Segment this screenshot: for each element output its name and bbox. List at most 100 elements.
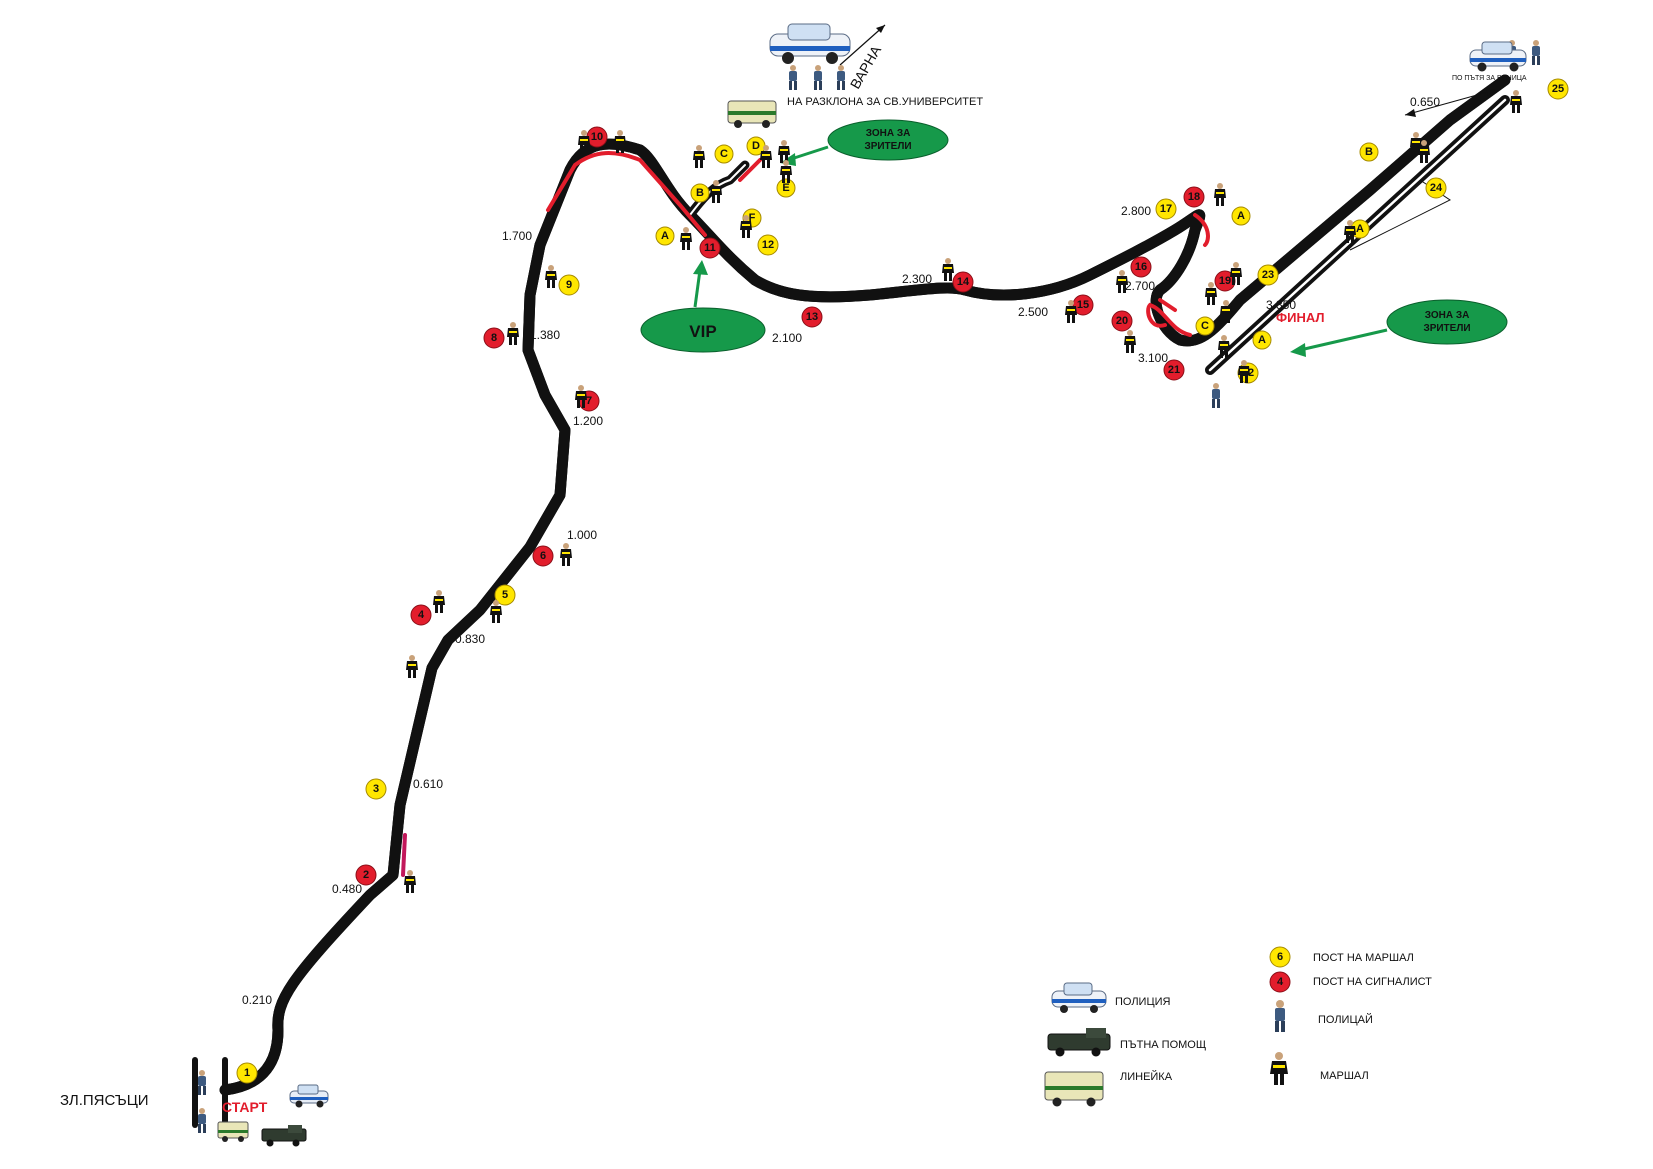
svg-text:5: 5 [502, 589, 508, 601]
svg-text:12: 12 [762, 239, 774, 251]
start-label: СТАРТ [222, 1099, 268, 1115]
varna-arrow [839, 24, 886, 66]
svg-text:C: C [720, 148, 728, 160]
spectator-zone-right[interactable]: ЗОНА ЗА ЗРИТЕЛИ [1290, 299, 1508, 357]
legend-ambulance: ЛИНЕЙКА [1044, 1070, 1173, 1107]
tow-truck-icon [1047, 1028, 1111, 1057]
svg-text:6: 6 [540, 550, 546, 562]
marshal-figure-icon [1418, 140, 1430, 163]
marshal-figure-icon [545, 265, 557, 288]
svg-text:A: A [1258, 334, 1266, 346]
distance-2500: 2.500 [1018, 305, 1048, 319]
marshal-post-17: 17 [1155, 198, 1177, 220]
distance-2800: 2.800 [1121, 204, 1151, 218]
svg-text:16: 16 [1135, 261, 1147, 273]
svg-text:D: D [752, 140, 760, 152]
svg-text:F: F [749, 212, 756, 224]
marshal-figure-icon [680, 227, 692, 250]
signal-post-13: 13 [801, 306, 823, 328]
marshal-post-9: 9 [558, 274, 580, 296]
legend-marshal-post: 6 ПОСТ НА МАРШАЛ [1269, 946, 1414, 968]
svg-text:B: B [696, 187, 704, 199]
signal-post-21: 21 [1163, 359, 1185, 381]
svg-text:E: E [782, 182, 789, 194]
svg-text:18: 18 [1188, 191, 1200, 203]
police-officer-figure-icon [1532, 40, 1540, 65]
distance-3100: 3.100 [1138, 351, 1168, 365]
zone-top-line2: ЗРИТЕЛИ [864, 141, 911, 152]
zone-top-line1: ЗОНА ЗА [866, 128, 911, 139]
people-figures [198, 40, 1540, 1133]
legend-signal-post-label: ПОСТ НА СИГНАЛИСТ [1313, 976, 1432, 988]
marshal-figure-icon [1214, 183, 1226, 206]
svg-text:C: C [1201, 320, 1209, 332]
distance-1200: 1.200 [573, 414, 603, 428]
svg-text:24: 24 [1430, 182, 1443, 194]
signal-post-19: 19 [1214, 270, 1236, 292]
ambulance-start [217, 1121, 249, 1142]
zone-letter-c-2: C [714, 144, 734, 164]
legend-police-officer-label: ПОЛИЦАЙ [1318, 1013, 1373, 1026]
zone-letter-a-8: A [1252, 330, 1272, 350]
marshal-post-23: 23 [1257, 264, 1279, 286]
marshal-figure-icon [942, 258, 954, 281]
svg-text:2: 2 [363, 869, 369, 881]
distance-3350: 3.350 [1266, 298, 1296, 312]
distance-1000: 1.000 [567, 528, 597, 542]
signal-post-4: 4 [410, 604, 432, 626]
marshal-figure-icon [1230, 262, 1242, 285]
zone-right-line2: ЗРИТЕЛИ [1423, 323, 1470, 334]
finish-label: ФИНАЛ [1276, 310, 1325, 325]
svg-text:23: 23 [1262, 269, 1274, 281]
barriers [401, 151, 1210, 877]
ambulance-top [727, 100, 777, 128]
zone-letter-a-6: A [1231, 206, 1251, 226]
marshal-post-5: 5 [494, 584, 516, 606]
dimension-arrow-0650 [1404, 88, 1496, 117]
junction-note: НА РАЗКЛОНА ЗА СВ.УНИВЕРСИТЕТ [787, 96, 983, 108]
police-officer-figure-icon [789, 65, 797, 90]
svg-text:25: 25 [1552, 83, 1564, 95]
vinica-road-label: ПО ПЪТЯ ЗА ВИНИЦА [1452, 75, 1527, 82]
legend-marshal-post-label: ПОСТ НА МАРШАЛ [1313, 952, 1414, 964]
svg-text:19: 19 [1219, 275, 1231, 287]
svg-text:21: 21 [1168, 364, 1180, 376]
police-car-icon [1051, 982, 1107, 1013]
police-officer-figure-icon [198, 1108, 206, 1133]
distance-2700: 2.700 [1125, 279, 1155, 293]
zone-letter-c-7: C [1195, 316, 1215, 336]
vip-zone[interactable]: VIP [640, 260, 766, 353]
legend-police-label: ПОЛИЦИЯ [1115, 996, 1171, 1008]
tow-truck-start [261, 1125, 307, 1147]
svg-text:3: 3 [373, 783, 379, 795]
svg-text:10: 10 [591, 131, 603, 143]
svg-text:A: A [1356, 223, 1364, 235]
signal-post-10: 10 [586, 126, 608, 148]
marshal-figure-icon [1238, 360, 1250, 383]
signal-post-11: 11 [699, 237, 721, 259]
spectator-zone-top[interactable]: ЗОНА ЗА ЗРИТЕЛИ [780, 119, 949, 166]
legend-police-officer: ПОЛИЦАЙ [1275, 1000, 1373, 1032]
legend-marshal-post-num: 6 [1277, 951, 1283, 963]
marshal-figure-icon [1510, 90, 1522, 113]
marshal-figure-icon [740, 215, 752, 238]
police-officer-icon [1275, 1000, 1285, 1032]
zone-letter-a-0: A [655, 226, 675, 246]
marshal-icon [1270, 1052, 1288, 1085]
marshal-post-24: 24 [1425, 177, 1447, 199]
marshal-figure-icon [710, 180, 722, 203]
marshal-figure-icon [1124, 330, 1136, 353]
marshal-figure-icon [778, 140, 790, 163]
marshal-figure-icon [490, 600, 502, 623]
marshal-figure-icon [760, 145, 772, 168]
signal-post-14: 14 [952, 271, 974, 293]
signal-post-6: 6 [532, 545, 554, 567]
marshal-figure-icon [1205, 282, 1217, 305]
zone-letter-b-1: B [690, 183, 710, 203]
marshal-figure-icon [614, 130, 626, 153]
marshal-figure-icon [575, 385, 587, 408]
distance-0210: 0.210 [242, 993, 272, 1007]
signal-post-16: 16 [1130, 256, 1152, 278]
